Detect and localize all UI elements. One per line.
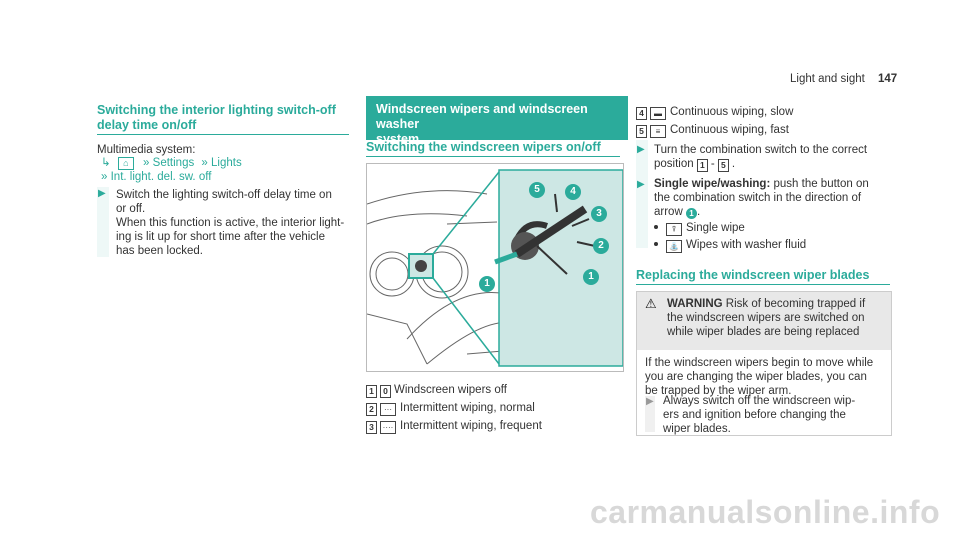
step-triangle-icon: ▶ <box>637 179 645 190</box>
step-triangle-icon: ▶ <box>637 144 645 155</box>
position-item: 4▬Continuous wiping, slow <box>636 105 793 120</box>
heading-rule <box>97 134 349 135</box>
turn-switch-step: Turn the combination switch to the corre… <box>654 144 868 172</box>
menu-path-2: » Int. light. del. sw. off <box>101 170 211 184</box>
replace-blades-heading: Replacing the windscreen wiper blades <box>636 268 870 282</box>
step-triangle-icon: ▶ <box>98 188 106 199</box>
warning-body: If the windscreen wipers begin to move w… <box>645 357 874 397</box>
warning-triangle-icon: ⚠ <box>645 296 657 311</box>
step-text: Switch the lighting switch-off delay tim… <box>116 189 345 257</box>
watermark: carmanualsonline.info <box>590 494 941 530</box>
running-header: Light and sight 147 <box>790 72 897 86</box>
chevron-right-icon: » <box>101 171 108 183</box>
warning-header: ⚠ WARNING Risk of becoming trapped if th… <box>637 292 891 350</box>
dashboard-drawing <box>367 169 623 367</box>
step-sidebar <box>97 187 109 257</box>
callout-2: 2 <box>593 238 609 254</box>
chevron-right-icon: » <box>201 157 208 169</box>
return-arrow-icon: ↳ <box>101 157 111 169</box>
warning-box: ⚠ WARNING Risk of becoming trapped if th… <box>636 291 892 436</box>
callout-1b: 1 <box>583 269 599 285</box>
position-item: 2···Intermittent wiping, normal <box>366 401 542 416</box>
multimedia-label: Multimedia system: <box>97 144 196 156</box>
menu-lights: Lights <box>211 157 242 169</box>
interior-lighting-heading: Switching the interior lighting switch-o… <box>97 103 336 132</box>
page-number: 147 <box>878 73 898 85</box>
callout-5: 5 <box>529 182 545 198</box>
step-sidebar <box>636 140 648 248</box>
subheading-rule <box>366 156 620 157</box>
callout-3: 3 <box>591 206 607 222</box>
callout-4: 4 <box>565 184 581 200</box>
warning-step: Always switch off the windscreen wip- er… <box>663 395 856 435</box>
warning-step-bar <box>645 396 655 432</box>
callout-1: 1 <box>479 276 495 292</box>
replace-heading-rule <box>636 284 890 285</box>
position-item: 3····Intermittent wiping, frequent <box>366 419 542 434</box>
menu-settings: Settings <box>152 157 195 169</box>
home-icon: ⌂ <box>117 157 134 170</box>
menu-int-light: Int. light. del. sw. off <box>110 171 212 183</box>
step-triangle-icon: ▶ <box>646 396 654 407</box>
chevron-right-icon: » <box>143 157 150 169</box>
washer-fluid-icon: ⛲ <box>666 240 682 253</box>
section-title: Light and sight <box>790 73 865 85</box>
position-item: 5≡Continuous wiping, fast <box>636 123 793 138</box>
position-list-b: 4▬Continuous wiping, slow 5≡Continuous w… <box>636 105 793 138</box>
wipers-subheading: Switching the windscreen wipers on/off <box>366 140 601 154</box>
arrow-callout: 1 <box>685 208 697 219</box>
single-wipe-step: Single wipe/washing: push the button on … <box>654 177 894 253</box>
sub-bullet: ⍒Single wipe <box>654 221 894 236</box>
sub-bullet: ⛲Wipes with washer fluid <box>654 238 894 253</box>
single-wipe-icon: ⍒ <box>666 223 682 236</box>
wipers-section-header: Windscreen wipers and windscreen washer … <box>366 96 628 146</box>
wiper-switch-illustration: 1 1 2 3 4 5 <box>366 163 624 372</box>
menu-path-1: ↳ ⌂ » Settings » Lights <box>101 156 242 170</box>
